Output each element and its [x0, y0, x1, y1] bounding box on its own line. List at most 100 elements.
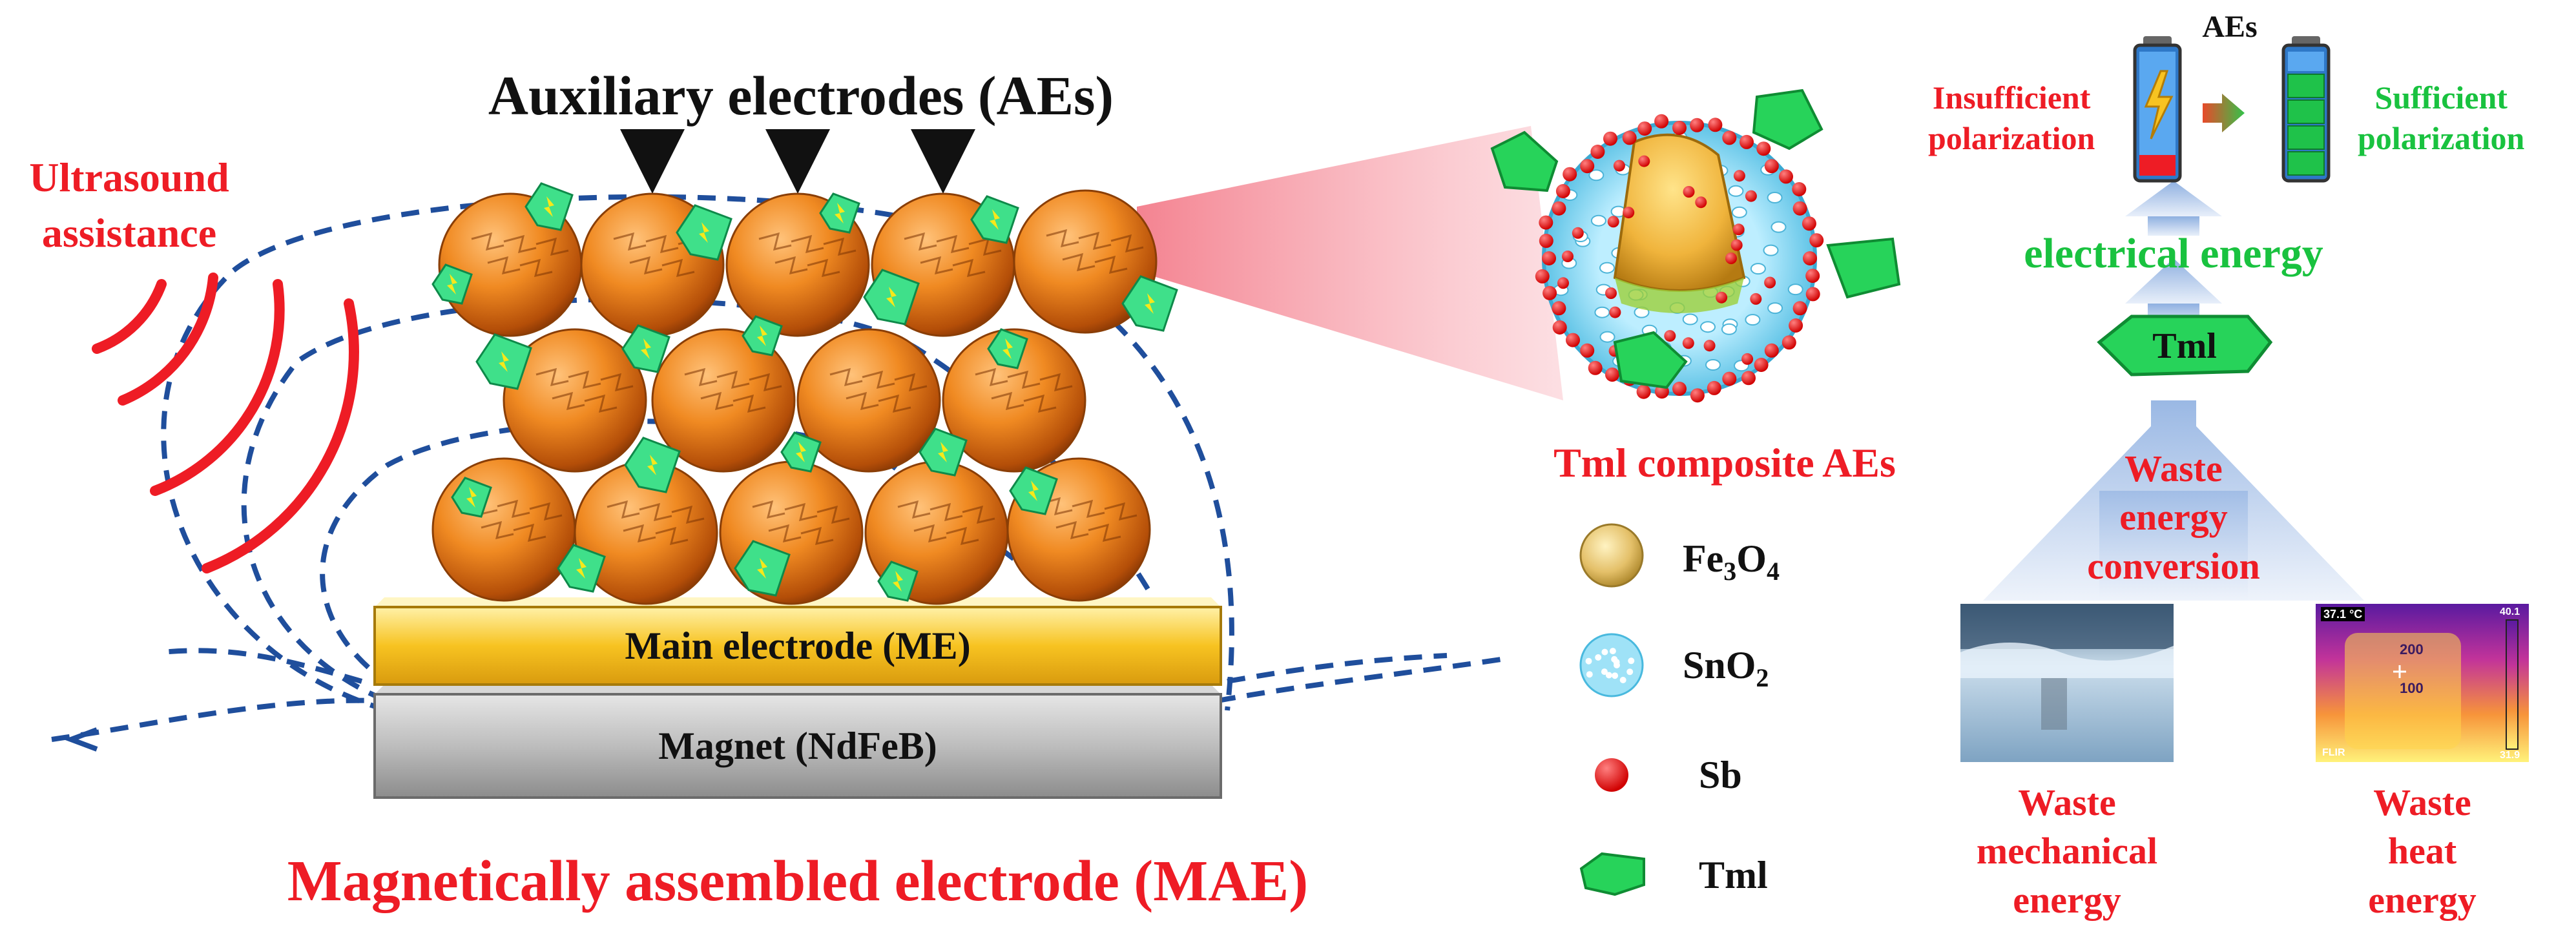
- legend-pore: [1626, 668, 1634, 676]
- sb-nanoparticle: [1722, 130, 1737, 145]
- aes-battery-label: AEs: [2202, 10, 2258, 44]
- sb-nanoparticle: [1730, 239, 1743, 251]
- particle-texture: [946, 526, 979, 546]
- auxiliary-electrode-particle: [651, 328, 796, 473]
- particle-texture: [1062, 253, 1096, 272]
- sno2-shell-icon: [1579, 633, 1644, 697]
- shell-pore: [1731, 206, 1747, 218]
- sb-nanoparticle: [1607, 216, 1619, 228]
- polarization-bolt-icon: [835, 203, 845, 223]
- particle-texture: [862, 370, 895, 389]
- legend-pore: [1611, 655, 1618, 663]
- sb-nanoparticle: [1590, 145, 1605, 159]
- sb-nanoparticle: [1781, 335, 1796, 350]
- particle-texture: [639, 502, 672, 522]
- particle-texture: [519, 258, 553, 278]
- conversion-line-1: Waste: [2124, 448, 2223, 490]
- sufficient-label: Sufficient polarization: [2358, 77, 2524, 158]
- thermal-brand: FLIR: [2322, 747, 2345, 758]
- sb-nanoparticle: [1552, 320, 1567, 335]
- sb-nanoparticle: [1792, 201, 1807, 216]
- legend-icons: [1579, 523, 1645, 896]
- shell-pore: [1767, 192, 1783, 203]
- particle-texture: [655, 526, 689, 546]
- particle-texture: [671, 505, 705, 524]
- legend-pore: [1609, 648, 1616, 655]
- sb-nanoparticle: [1802, 216, 1816, 231]
- polarization-bolt-icon: [499, 351, 509, 372]
- thermal-temp-value: 37.1: [2323, 608, 2347, 621]
- sb-nanoparticle: [1779, 169, 1793, 184]
- legend-pore: [1605, 672, 1612, 679]
- sb-nanoparticle: [1789, 318, 1803, 333]
- sb-nanoparticle: [1703, 340, 1716, 352]
- sb-nanoparticle: [1733, 170, 1745, 182]
- shell-pore: [1763, 244, 1779, 256]
- shell-pore: [1700, 321, 1716, 333]
- particle-texture: [600, 373, 634, 392]
- sb-nanoparticle: [1557, 277, 1569, 289]
- fe3o4-text-o: O: [1736, 537, 1767, 580]
- thermal-tick-200: 200: [2400, 641, 2424, 657]
- particle-texture: [487, 256, 521, 275]
- auxiliary-electrode-particle: [942, 328, 1086, 473]
- particle-texture: [791, 234, 824, 254]
- legend-sb: Sb: [1699, 754, 1742, 796]
- sb-nanoparticle: [1690, 118, 1705, 132]
- tml-crystals-on-particles: [431, 182, 1178, 602]
- particle-texture: [936, 234, 970, 254]
- sb-nanoparticle: [1566, 333, 1580, 347]
- polarization-bolt-icon: [886, 287, 897, 307]
- legend-sno2: SnO2: [1683, 646, 1769, 691]
- shell-pore: [1745, 314, 1761, 326]
- sb-nanoparticle: [1636, 384, 1651, 399]
- shell-pore: [1705, 359, 1721, 371]
- particle-texture: [829, 367, 863, 387]
- field-arrow-left: [63, 727, 98, 752]
- sb-nanoparticle: [1725, 253, 1737, 264]
- heat-line-1: Waste: [2373, 781, 2471, 823]
- polarization-bolt-icon: [1002, 338, 1013, 359]
- particle-texture: [481, 521, 514, 540]
- particle-texture: [975, 367, 1008, 387]
- sb-nanoparticle: [1672, 121, 1687, 135]
- fe3o4-particle-icon: [1579, 523, 1644, 588]
- sb-nanoparticle: [1672, 382, 1687, 396]
- shell-pore: [1590, 214, 1606, 227]
- particle-texture: [752, 500, 785, 519]
- battery-transition-arrow-icon: [2203, 94, 2245, 132]
- shell-pore: [1682, 313, 1698, 325]
- sufficient-line-2: polarization: [2358, 119, 2525, 156]
- sb-nanoparticle: [1622, 130, 1637, 145]
- auxiliary-electrode-particle: [719, 460, 864, 605]
- sb-nanoparticle: [1623, 207, 1635, 219]
- sb-nanoparticle: [1562, 251, 1574, 262]
- particle-texture: [552, 391, 585, 411]
- shell-pore: [1750, 263, 1766, 275]
- waste-mechanical-label: Waste mechanical energy: [1977, 778, 2157, 924]
- shell-pore: [1728, 185, 1744, 197]
- particle-texture: [823, 237, 857, 256]
- particle-texture: [645, 234, 679, 254]
- sb-nanoparticle: [1563, 167, 1577, 181]
- particle-texture: [503, 234, 537, 254]
- polarization-bolt-icon: [466, 487, 477, 508]
- fe3o4-sub-4: 4: [1766, 557, 1780, 586]
- shell-pore: [1767, 302, 1783, 315]
- insufficient-line-2: polarization: [1928, 119, 2095, 156]
- polarization-bolt-icon: [699, 222, 709, 243]
- particle-texture: [1104, 502, 1137, 521]
- particle-texture: [661, 258, 695, 278]
- particle-texture: [1072, 499, 1105, 519]
- electrical-to-battery-arrow-stem: [2148, 216, 2199, 236]
- thermal-max: 40.1: [2500, 606, 2520, 617]
- waste-mechanical-photo: [1960, 604, 2174, 762]
- sb-nanoparticle: [1580, 343, 1595, 358]
- tml-to-electrical-arrow: [2125, 258, 2222, 304]
- polarization-bolt-icon: [796, 442, 806, 462]
- legend-pore: [1585, 657, 1592, 665]
- waste-conversion-label: Waste energy conversion: [2087, 444, 2259, 590]
- sb-nanoparticle: [1580, 159, 1595, 174]
- sb-nanoparticle: [1764, 343, 1779, 358]
